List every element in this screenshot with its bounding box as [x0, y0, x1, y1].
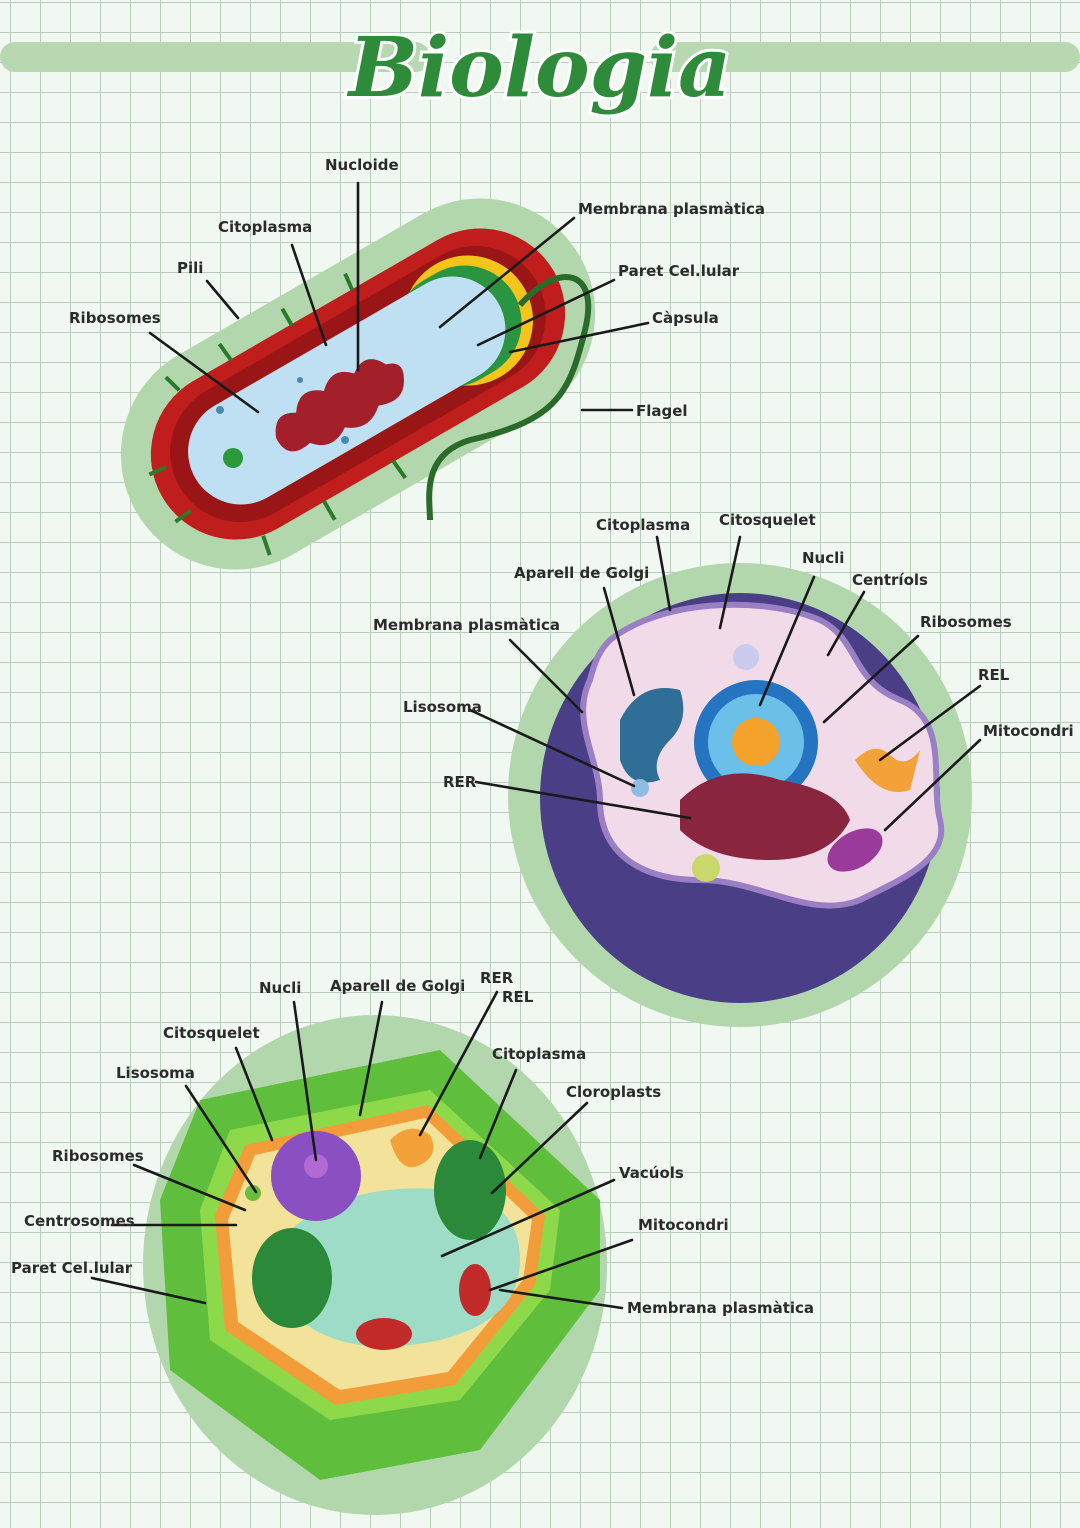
pili-group: [148, 272, 407, 556]
label-nucleus: Nucli: [802, 549, 844, 567]
page-title: Biologia: [347, 20, 732, 116]
label-rough-er: RER: [443, 773, 477, 791]
label-rough-er: RER: [480, 969, 514, 987]
prokaryotic-cell-diagram: Nucloide Citoplasma Pili Ribosomes Membr…: [69, 156, 765, 570]
label-vacuoles: Vacúols: [619, 1164, 684, 1182]
ribosome-dot: [223, 448, 243, 468]
lysosome: [631, 779, 649, 797]
label-cytoskeleton: Citosquelet: [719, 511, 816, 529]
label-cell-wall: Paret Cel.lular: [11, 1259, 133, 1277]
label-chloroplasts: Cloroplasts: [566, 1083, 661, 1101]
golgi-apparatus: [620, 688, 684, 783]
flagellum: [426, 274, 592, 521]
label-ribosomes: Ribosomes: [69, 309, 161, 327]
label-mitochondrion: Mitocondri: [983, 722, 1074, 740]
label-mitochondrion: Mitocondri: [638, 1216, 729, 1234]
label-plasma-membrane: Membrana plasmàtica: [578, 200, 765, 218]
label-cell-wall: Paret Cel.lular: [618, 262, 740, 280]
ribosome-dot: [216, 406, 224, 414]
nucleolus: [732, 718, 780, 766]
animal-leader-lines: [468, 535, 982, 832]
chloroplast: [252, 1228, 332, 1328]
plant-nucleolus: [304, 1154, 328, 1178]
animal-cell-diagram: Citoplasma Citosquelet Aparell de Golgi …: [373, 511, 1074, 1027]
label-nucleus: Nucli: [259, 979, 301, 997]
ribosome-dot: [341, 436, 349, 444]
label-lysosome: Lisosoma: [403, 698, 482, 716]
label-smooth-er: REL: [978, 666, 1010, 684]
nucleoid-dna: [275, 359, 404, 452]
label-cytoplasm: Citoplasma: [596, 516, 690, 534]
label-lysosome: Lisosoma: [116, 1064, 195, 1082]
vesicle: [733, 644, 759, 670]
rough-er: [680, 773, 850, 860]
prokaryote-leader-lines: [148, 181, 650, 414]
label-cytoplasm: Citoplasma: [492, 1045, 586, 1063]
label-golgi: Aparell de Golgi: [330, 977, 465, 995]
smooth-er: [855, 748, 920, 792]
peroxisome: [692, 854, 720, 882]
title-bar-left: [0, 42, 430, 72]
label-centrosomes: Centrosomes: [24, 1212, 135, 1230]
plant-cell-diagram: Nucli Aparell de Golgi RER REL Citosquel…: [11, 969, 814, 1515]
label-plasma-membrane: Membrana plasmàtica: [373, 616, 560, 634]
label-nucleoid: Nucloide: [325, 156, 399, 174]
label-golgi: Aparell de Golgi: [514, 564, 649, 582]
ribosome-dot: [297, 377, 303, 383]
plant-mitochondrion: [356, 1318, 412, 1350]
label-ribosomes: Ribosomes: [920, 613, 1012, 631]
label-ribosomes: Ribosomes: [52, 1147, 144, 1165]
label-flagellum: Flagel: [636, 402, 688, 420]
label-smooth-er: REL: [502, 988, 534, 1006]
plant-golgi: [390, 1128, 434, 1168]
label-plasma-membrane: Membrana plasmàtica: [627, 1299, 814, 1317]
title-bar-right: [650, 42, 1080, 72]
label-cytoplasm: Citoplasma: [218, 218, 312, 236]
label-cytoskeleton: Citosquelet: [163, 1024, 260, 1042]
plant-leader-lines: [90, 990, 634, 1310]
plant-mitochondrion: [459, 1264, 491, 1316]
chloroplast: [434, 1140, 506, 1240]
label-pili: Pili: [177, 259, 203, 277]
title-banner: Biologia: [0, 17, 1080, 119]
label-capsule: Càpsula: [652, 309, 719, 327]
mitochondrion: [827, 828, 883, 872]
plant-lysosome: [245, 1185, 261, 1201]
label-centrioles: Centríols: [852, 571, 928, 589]
